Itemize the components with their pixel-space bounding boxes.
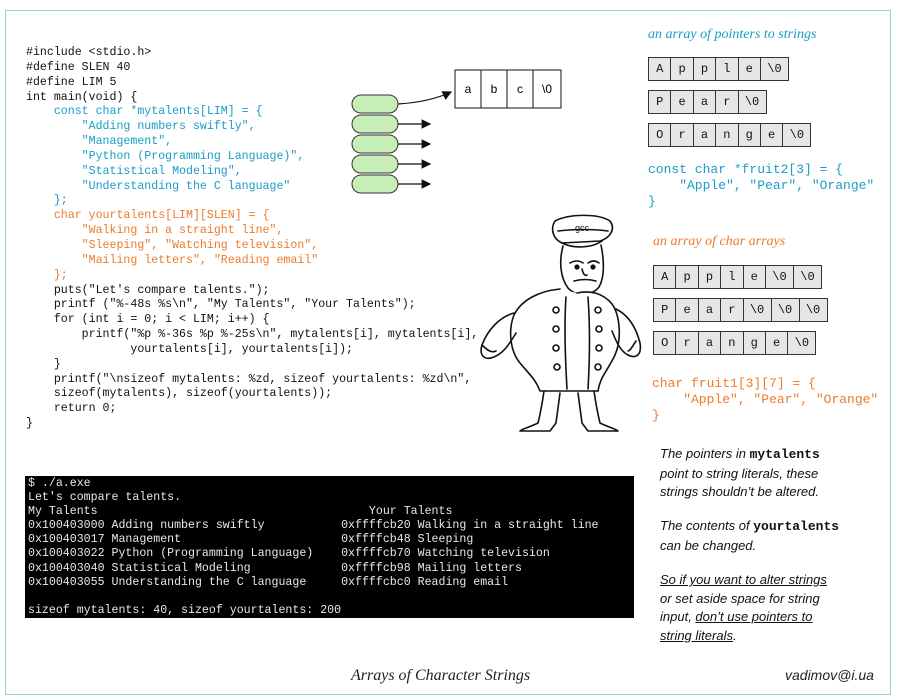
note-text: The pointers in xyxy=(660,446,750,461)
pointer-slot xyxy=(351,134,399,154)
target-cell: \0 xyxy=(542,82,552,96)
target-cell: b xyxy=(491,82,498,96)
char-cell: r xyxy=(721,299,744,321)
note-code: yourtalents xyxy=(753,519,840,534)
target-cell: a xyxy=(465,82,472,96)
char-cell: e xyxy=(760,124,784,146)
note-text: strings shouldn’t be altered. xyxy=(660,484,819,499)
gcc-officer-illustration: gcc xyxy=(480,214,642,432)
char-cell: e xyxy=(765,332,789,354)
note-mytalents: The pointers in mytalents point to strin… xyxy=(660,445,820,502)
pointer-slot xyxy=(351,114,399,134)
code-mytalents-block: const char *mytalents[LIM] = { "Adding n… xyxy=(53,105,305,208)
pointers-heading: an array of pointers to strings xyxy=(648,27,817,42)
char-cell: l xyxy=(721,266,744,288)
cap-label: gcc xyxy=(575,223,590,233)
code-yourtalents-block: char yourtalents[LIM][SLEN] = { "Walking… xyxy=(53,209,319,282)
char-cell: p xyxy=(671,58,694,80)
chararrays-heading: an array of char arrays xyxy=(653,234,786,249)
code-body-lines: puts("Let's compare talents."); printf (… xyxy=(26,283,479,431)
note-text: input, xyxy=(660,609,696,624)
char-cell: \0 xyxy=(771,299,800,321)
pointer-slot xyxy=(351,94,399,114)
char-cell: P xyxy=(649,91,672,113)
note-yourtalents: The contents of yourtalents can be chang… xyxy=(660,517,839,555)
char-cell: p xyxy=(676,266,699,288)
author-credit: vadimov@i.ua xyxy=(785,667,874,683)
note-text: So if you want to alter strings xyxy=(660,572,827,587)
fruit1-declaration: char fruit1[3][7] = { "Apple", "Pear", "… xyxy=(652,376,878,424)
note-code: mytalents xyxy=(749,447,820,462)
note-text: string literals xyxy=(660,627,733,643)
char-cell: a xyxy=(693,124,717,146)
char-cell: e xyxy=(676,299,699,321)
note-advice: So if you want to alter strings or set a… xyxy=(660,571,827,645)
char-cell: n xyxy=(716,124,739,146)
pointer-slot xyxy=(351,174,399,194)
pointer-slots xyxy=(351,94,399,194)
char-cell: e xyxy=(743,266,766,288)
char-cell: r xyxy=(716,91,739,113)
note-text: point to string literals, these xyxy=(660,465,819,481)
char-cell: \0 xyxy=(760,58,788,80)
decl-line: } xyxy=(652,408,660,423)
char-cell: A xyxy=(649,58,672,80)
pointer-arrow-curved xyxy=(397,91,453,105)
decl-line: "Apple", "Pear", "Orange" xyxy=(648,178,875,193)
terminal-text: $ ./a.exe Let's compare talents. My Tale… xyxy=(28,477,599,617)
note-text: The contents of xyxy=(660,518,754,533)
char-cell: \0 xyxy=(743,299,772,321)
decl-line: char fruit1[3][7] = { xyxy=(652,376,816,391)
char-cell: \0 xyxy=(738,91,766,113)
char-cell: P xyxy=(654,299,677,321)
decl-line: "Apple", "Pear", "Orange" xyxy=(652,392,879,407)
char-cell: \0 xyxy=(783,124,811,146)
note-text: can be changed. xyxy=(660,537,757,553)
source-code: #include <stdio.h> #define SLEN 40 #defi… xyxy=(26,46,478,432)
char-cell: \0 xyxy=(788,332,816,354)
char-cell: O xyxy=(649,124,672,146)
char-cell: r xyxy=(676,332,699,354)
note-text: don’t use pointers to xyxy=(695,609,813,624)
char-cell: \0 xyxy=(799,299,827,321)
diagram-caption: Arrays of Character Strings xyxy=(351,667,531,684)
note-text: or set aside space for string xyxy=(660,590,820,606)
fruit2-declaration: const char *fruit2[3] = { "Apple", "Pear… xyxy=(648,162,874,210)
char-cell: a xyxy=(698,332,722,354)
char-cell: p xyxy=(693,58,717,80)
target-string-box: a b c \0 xyxy=(454,69,562,109)
note-text: . xyxy=(732,627,737,643)
decl-line: } xyxy=(648,194,656,209)
char-cell: n xyxy=(721,332,744,354)
char-cell: \0 xyxy=(793,266,821,288)
code-header-lines: #include <stdio.h> #define SLEN 40 #defi… xyxy=(26,46,152,104)
char-cell: p xyxy=(698,266,722,288)
char-cell: g xyxy=(743,332,766,354)
char-cell: e xyxy=(671,91,694,113)
char-cell: A xyxy=(654,266,677,288)
decl-line: const char *fruit2[3] = { xyxy=(648,162,844,177)
pointer-slot xyxy=(351,154,399,174)
char-cell: g xyxy=(738,124,761,146)
terminal-output: $ ./a.exe Let's compare talents. My Tale… xyxy=(25,476,634,618)
char-cell: e xyxy=(738,58,761,80)
char-cell: O xyxy=(654,332,677,354)
target-cell: c xyxy=(517,82,523,96)
char-cell: l xyxy=(716,58,739,80)
char-cell: r xyxy=(671,124,694,146)
char-cell: a xyxy=(693,91,717,113)
diagram-frame xyxy=(5,10,891,695)
char-cell: a xyxy=(698,299,722,321)
char-cell: \0 xyxy=(765,266,794,288)
